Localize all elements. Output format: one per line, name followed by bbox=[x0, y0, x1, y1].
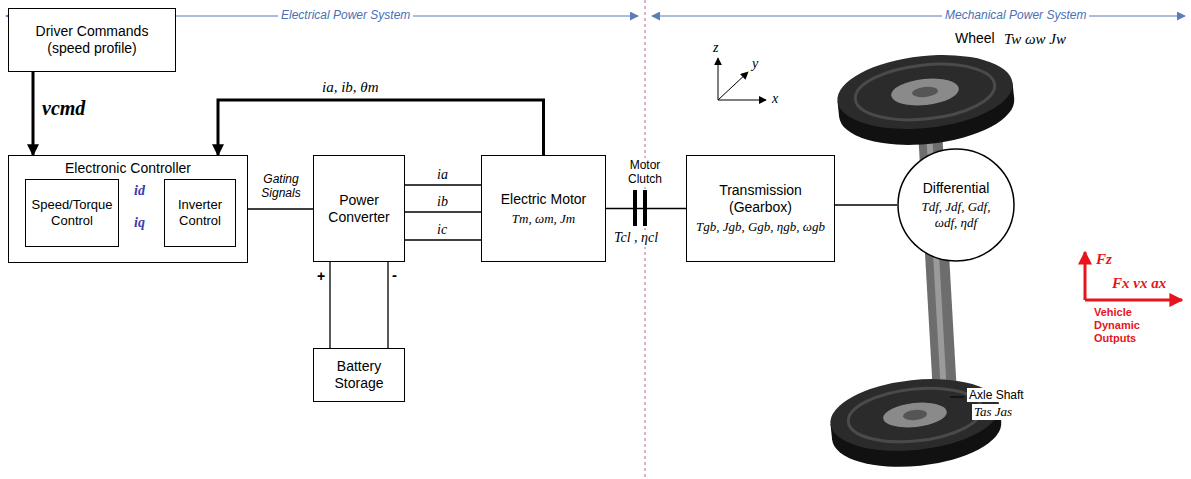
signal-label: ia, ib, θm bbox=[322, 78, 379, 96]
annotation-label: Motor Clutch bbox=[614, 158, 676, 187]
node-variables: (speed profile) bbox=[47, 40, 137, 57]
force-arrow-z bbox=[1084, 252, 1087, 300]
connector bbox=[218, 100, 544, 155]
ellipse-shape bbox=[898, 149, 1014, 261]
process-box: Electronic ControllerSpeed/Torque Contro… bbox=[8, 155, 248, 263]
wheel-hub bbox=[882, 400, 948, 431]
node-variables: Tm, ωm, Jm bbox=[512, 211, 575, 227]
node-title: Differential bbox=[923, 180, 990, 197]
signal-label: - bbox=[392, 266, 397, 284]
annotation-label: Tas Jas bbox=[972, 404, 1014, 420]
annotation-label: Axle Shaft bbox=[967, 388, 1026, 402]
wheel-bottom bbox=[827, 371, 1005, 474]
signal-label: ib bbox=[437, 194, 448, 211]
tire-face bbox=[834, 47, 1017, 137]
tire-tread bbox=[846, 382, 985, 448]
span-arrow bbox=[652, 15, 1185, 16]
connector bbox=[606, 208, 686, 209]
signal-label: ia bbox=[437, 167, 448, 184]
process-box: Power Converter bbox=[313, 155, 405, 262]
connector bbox=[405, 184, 481, 185]
node-title: Driver Commands bbox=[36, 23, 149, 40]
connector bbox=[329, 262, 330, 348]
node-variables: Tdf, Jdf, Gdf, ωdf, ηdf bbox=[917, 199, 995, 230]
annotation-label: Mechanical Power System bbox=[942, 8, 1089, 22]
connector bbox=[835, 204, 897, 205]
hub-center bbox=[903, 409, 928, 421]
process-box: Speed/Torque Control bbox=[25, 179, 119, 247]
signal-label: id bbox=[134, 183, 145, 200]
signal-label: vcmd bbox=[42, 96, 85, 120]
wheel-top bbox=[834, 47, 1018, 153]
connector bbox=[405, 239, 481, 240]
hub-center bbox=[912, 86, 939, 99]
process-box: Electric MotorTm, ωm, Jm bbox=[481, 155, 606, 262]
annotation-label: Electrical Power System bbox=[278, 8, 413, 22]
signal-label: + bbox=[317, 268, 325, 285]
node-title: Inverter Control bbox=[171, 197, 229, 228]
process-ellipse: DifferentialTdf, Jdf, Gdf, ωdf, ηdf bbox=[897, 148, 1015, 262]
annotation-label: Wheel bbox=[955, 30, 995, 47]
connector bbox=[387, 262, 388, 348]
process-box: Battery Storage bbox=[313, 348, 405, 402]
connector bbox=[32, 72, 35, 155]
axis-y bbox=[718, 72, 748, 100]
annotation-label: Tcl , ηcl bbox=[612, 230, 660, 247]
annotation-label: x bbox=[772, 91, 778, 108]
process-box: Inverter Control bbox=[164, 179, 236, 247]
node-title: Transmission (Gearbox) bbox=[693, 182, 828, 216]
process-box: Transmission (Gearbox) Tgb, Jgb, Ggb, ηgb… bbox=[686, 155, 835, 262]
axis-z bbox=[718, 58, 719, 100]
node-title: Battery Storage bbox=[320, 358, 398, 392]
signal-label: Gating Signals bbox=[250, 172, 312, 201]
axis-x bbox=[718, 100, 766, 101]
signal-label: ic bbox=[437, 222, 447, 239]
annotation-label: Fx vx ax bbox=[1112, 274, 1166, 292]
node-title: Power Converter bbox=[320, 192, 398, 226]
signal-label: iq bbox=[134, 215, 145, 232]
annotation-label: Vehicle Dynamic Outputs bbox=[1094, 306, 1180, 346]
wheel-hub bbox=[890, 76, 960, 109]
annotation-label: y bbox=[752, 56, 758, 73]
annotation-label: z bbox=[713, 40, 718, 57]
node-variables: Tgb, Jgb, Ggb, ηgb, ωgb bbox=[696, 219, 825, 235]
connector bbox=[405, 211, 481, 212]
force-arrow-x bbox=[1085, 299, 1182, 302]
annotation-label: Fz bbox=[1096, 250, 1112, 268]
annotation-label: Tw ωw Jw bbox=[1004, 30, 1066, 48]
tire-tread bbox=[853, 58, 998, 126]
node-title: Speed/Torque Control bbox=[32, 197, 113, 228]
node-title: Electronic Controller bbox=[65, 160, 191, 177]
node-title: Electric Motor bbox=[501, 191, 587, 208]
connector bbox=[248, 208, 313, 209]
leader-line bbox=[950, 397, 964, 398]
process-box: Driver Commands(speed profile) bbox=[8, 8, 176, 72]
